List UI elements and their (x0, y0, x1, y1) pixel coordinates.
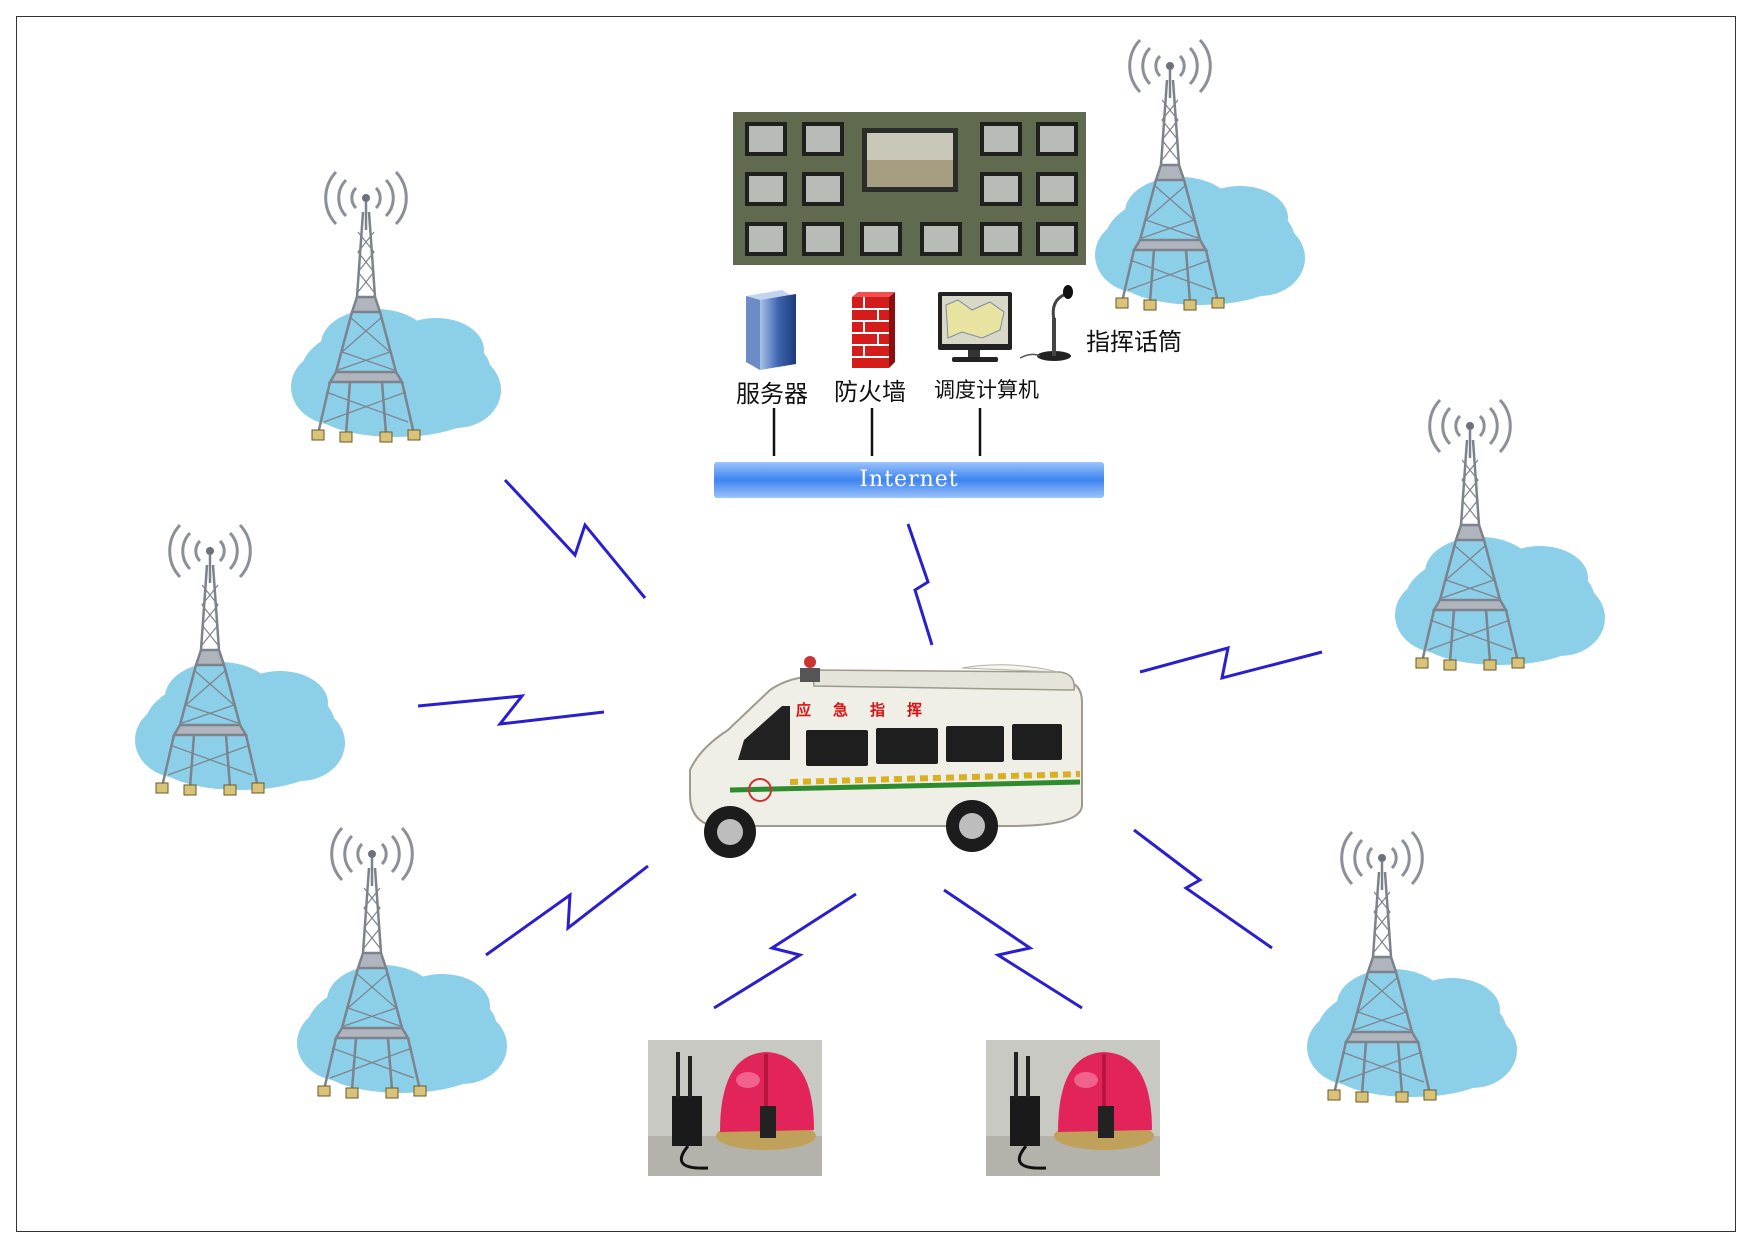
wireless-link (417, 694, 605, 726)
server-icon (746, 290, 796, 370)
video-wall-screen-image (806, 226, 840, 252)
van-icon (689, 656, 1083, 858)
connector-lines (772, 408, 982, 456)
video-wall-screen-image (924, 226, 958, 252)
wireless-link (943, 888, 1083, 1010)
van-sign-label: 应急指挥 (796, 701, 945, 719)
video-wall-screen-image (984, 176, 1018, 202)
video-wall-icon (733, 112, 1086, 265)
server-label: 服务器 (736, 380, 808, 408)
wireless-link (1133, 828, 1273, 950)
firewall-icon (852, 292, 895, 368)
wireless-link (485, 864, 649, 957)
wireless-link (503, 478, 647, 599)
microphone-icon (1019, 285, 1073, 361)
video-wall-screen-image (806, 126, 840, 152)
monitor-icon (938, 292, 1012, 362)
helmet-icon (648, 1040, 822, 1176)
diagram-frame (16, 16, 1736, 1232)
video-wall-screen-image (984, 226, 1018, 252)
wireless-link-group (417, 478, 1323, 1010)
video-wall-screen-image (749, 226, 783, 252)
video-wall-screen-image (1040, 226, 1074, 252)
internet-bar (714, 462, 1104, 498)
video-wall-screen-image (806, 176, 840, 202)
firewall-label: 防火墙 (834, 378, 906, 406)
video-wall-screen-image (984, 126, 1018, 152)
internet-label: Internet (859, 467, 959, 492)
video-wall-screen-image (749, 176, 783, 202)
wireless-link (713, 892, 857, 1010)
video-wall-screen-image (1040, 126, 1074, 152)
helmet-icon (986, 1040, 1160, 1176)
dispatch-computer-label: 调度计算机 (934, 378, 1039, 402)
wireless-link (906, 523, 934, 646)
video-wall-screen-image (1040, 176, 1074, 202)
video-wall-screen-image (864, 226, 898, 252)
command-mic-label: 指挥话筒 (1086, 328, 1182, 356)
video-wall-screen-image (749, 126, 783, 152)
wireless-link (1139, 645, 1323, 681)
